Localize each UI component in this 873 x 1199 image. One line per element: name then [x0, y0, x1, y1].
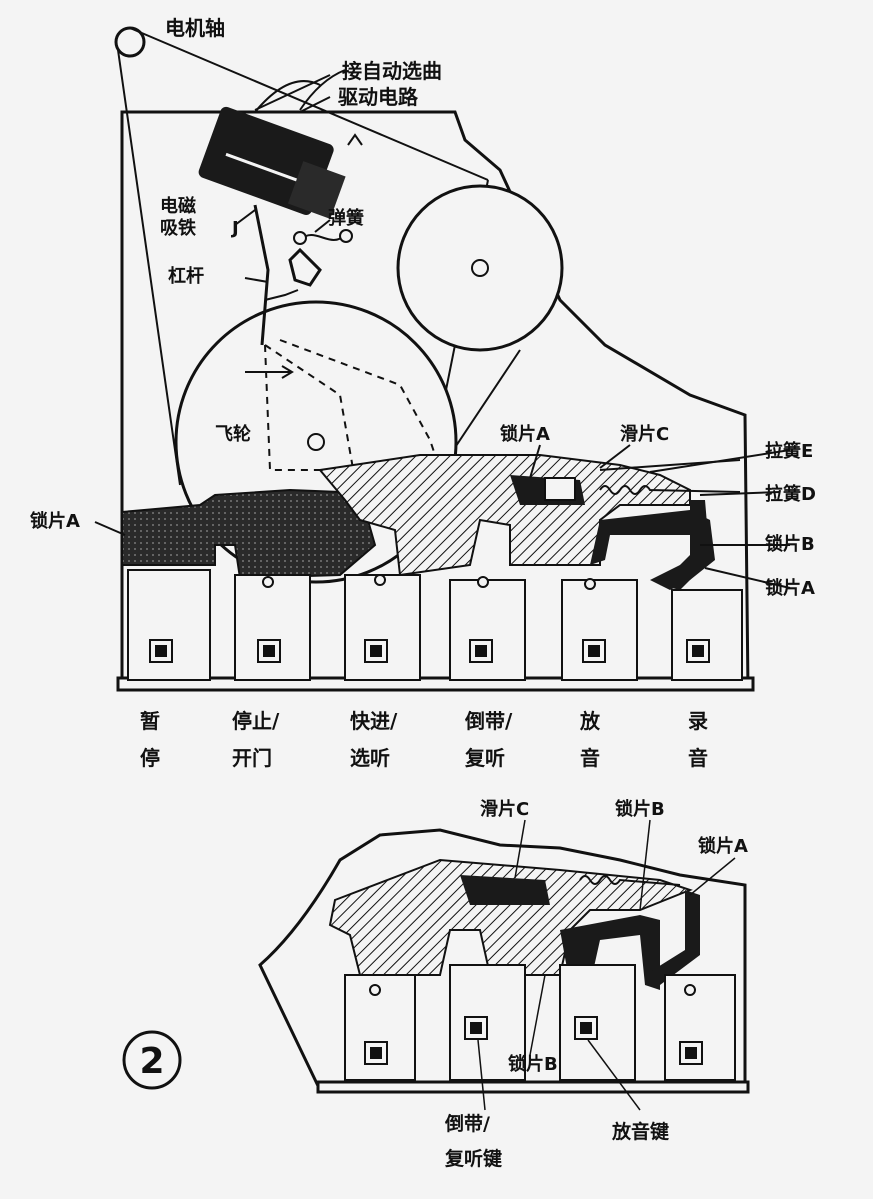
label-flywheel: 飞轮: [215, 423, 251, 445]
lock-plate-a-2: [645, 890, 700, 985]
leader-lines-2: [477, 819, 736, 1111]
key-label-stop-2: 开门: [232, 746, 272, 770]
key-label-play-1: 放: [579, 709, 601, 733]
piano-keys-2: [344, 964, 736, 1081]
label-lock-a-right: 锁片A: [765, 577, 815, 599]
key-fast-forward[interactable]: [344, 574, 421, 681]
lock-plate-a-left: [121, 488, 377, 580]
key-label-ff-2: 选听: [350, 746, 390, 770]
label2-slider-c: 滑片C: [480, 798, 529, 820]
label-solenoid-2: 吸铁: [160, 217, 196, 239]
key-label-play-2: 音: [580, 746, 600, 770]
piano-keys: [127, 569, 743, 681]
dashed-linkage: [264, 339, 441, 481]
motion-arrow: [245, 365, 294, 379]
label-solenoid-1: 电磁: [160, 195, 196, 217]
figure-2: 2 滑片C 锁片B 锁片A 锁片B 倒带/ 复听键 放音键: [122, 798, 750, 1170]
key-label-rew-2: 复听: [464, 746, 505, 770]
label2-rewind-key-2: 复听键: [444, 1147, 502, 1170]
figure-number: 2: [139, 1041, 164, 1082]
key-label-pause-1: 暂: [140, 709, 160, 733]
figure-number-circle: [122, 1030, 182, 1090]
spring-2: [579, 875, 681, 886]
leader-lines: [94, 74, 791, 589]
label-auto-select-2: 驱动电路: [338, 85, 419, 109]
flywheel-hub: [307, 433, 325, 451]
key-label-rew-1: 倒带/: [464, 709, 513, 733]
label-spring-d: 拉簧D: [765, 483, 816, 505]
label2-lock-b-bottom: 锁片B: [508, 1053, 558, 1075]
key-label-rec-2: 音: [688, 746, 708, 770]
chassis-plate-2: [258, 828, 747, 1092]
label-lock-a-left: 锁片A: [30, 510, 80, 532]
figure-1: 电机轴 接自动选曲 驱动电路 电磁 吸铁 J 弹簧 杠杆 飞轮 锁片A 滑片C …: [30, 16, 816, 770]
label-lock-b: 锁片B: [765, 533, 815, 555]
key-pause[interactable]: [127, 569, 211, 681]
key2-play[interactable]: [559, 964, 636, 1081]
label-solenoid-mark: J: [230, 218, 239, 239]
label-spring-e: 拉簧E: [765, 440, 813, 462]
label-slider-c: 滑片C: [620, 423, 669, 445]
key-record[interactable]: [671, 589, 743, 681]
label-lock-a-top: 锁片A: [500, 423, 550, 445]
solenoid: [198, 106, 346, 219]
label-auto-select-1: 接自动选曲: [342, 59, 442, 83]
label2-lock-b-top: 锁片B: [615, 798, 665, 820]
capstan-hub: [471, 259, 489, 277]
key-play[interactable]: [561, 578, 638, 681]
spring-d: [599, 485, 741, 495]
label2-rewind-key-1: 倒带/: [444, 1112, 490, 1135]
lock-piece-2: [460, 875, 550, 905]
base-bar: [116, 676, 755, 692]
label-spring: 弹簧: [328, 207, 364, 229]
label-motor-shaft: 电机轴: [165, 16, 225, 40]
base-bar-2: [316, 1080, 750, 1094]
key-label-stop-1: 停止/: [232, 709, 280, 733]
key2-a[interactable]: [344, 974, 416, 1081]
label-lever: 杠杆: [168, 265, 204, 287]
key-label-ff-1: 快进/: [350, 709, 398, 733]
key-label-rec-1: 录: [688, 709, 708, 733]
label2-play-key: 放音键: [611, 1120, 669, 1143]
label2-lock-a: 锁片A: [698, 835, 748, 857]
up-arrow: [347, 133, 363, 146]
lock-plate-a-right: [660, 500, 710, 590]
key2-rewind[interactable]: [449, 964, 526, 1081]
key-label-pause-2: 停: [140, 746, 160, 770]
key2-record[interactable]: [664, 974, 736, 1081]
key-rewind[interactable]: [449, 576, 526, 681]
lever: [253, 204, 322, 346]
key-stop-eject[interactable]: [234, 574, 311, 681]
